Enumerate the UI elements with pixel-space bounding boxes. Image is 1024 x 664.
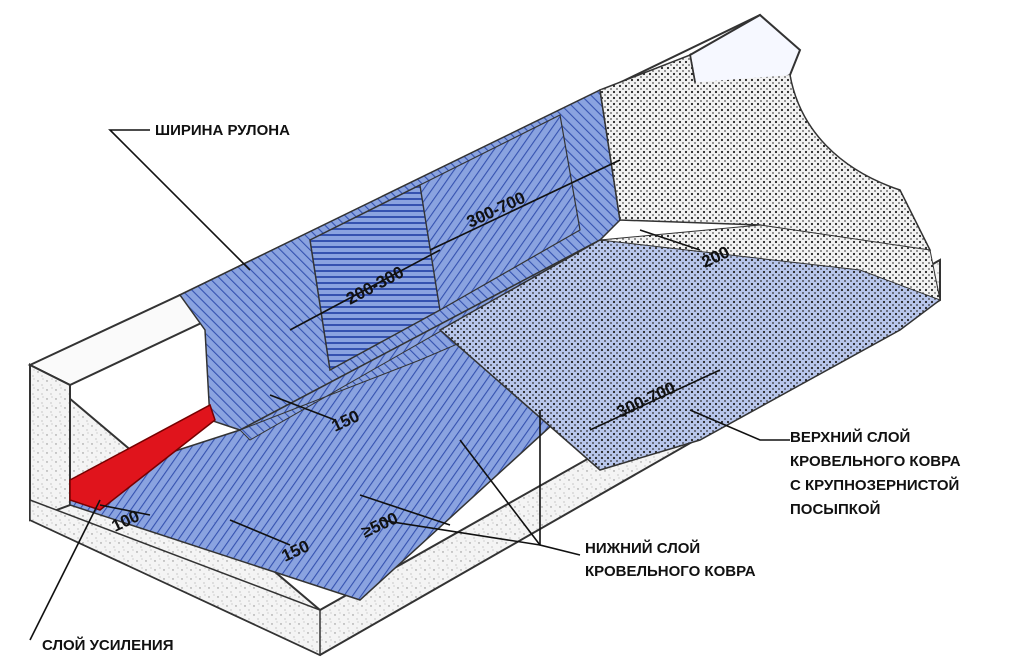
dim-line-200	[639, 229, 701, 251]
leader-roll-width	[108, 129, 251, 271]
label-upper-layer-line4: ПОСЫПКОЙ	[790, 500, 880, 518]
wall-membrane	[178, 88, 621, 431]
leader-upper-layer	[689, 409, 790, 441]
leader-lines	[29, 129, 790, 641]
dim-line-150-bottom	[229, 519, 291, 546]
dim-line-100	[99, 504, 151, 516]
leader-lower-layer-c	[379, 519, 541, 546]
label-upper-layer-line3: С КРУПНОЗЕРНИСТОЙ	[790, 476, 959, 494]
label-lower-layer-line1: НИЖНИЙ СЛОЙ	[585, 539, 700, 557]
dim-line-300-700-floor	[589, 369, 721, 431]
dim-line-200-300	[289, 249, 441, 331]
reinforcement-strip	[69, 403, 216, 511]
wall-topcoat	[599, 53, 932, 254]
label-upper-layer-line1: ВЕРХНИЙ СЛОЙ	[790, 428, 910, 446]
dim-line-500	[359, 494, 451, 526]
label-upper-layer-line2: КРОВЕЛЬНОГО КОВРА	[790, 453, 961, 470]
label-roll-width: ШИРИНА РУЛОНА	[155, 122, 290, 139]
leader-reinforcement	[29, 499, 101, 641]
dim-line-300-700-top	[429, 159, 621, 251]
floor-topcoat	[438, 224, 941, 471]
label-reinforcement-layer: СЛОЙ УСИЛЕНИЯ	[42, 636, 173, 654]
dim-line-150-mid	[269, 394, 336, 421]
label-lower-layer-line2: КРОВЕЛЬНОГО КОВРА	[585, 563, 756, 580]
